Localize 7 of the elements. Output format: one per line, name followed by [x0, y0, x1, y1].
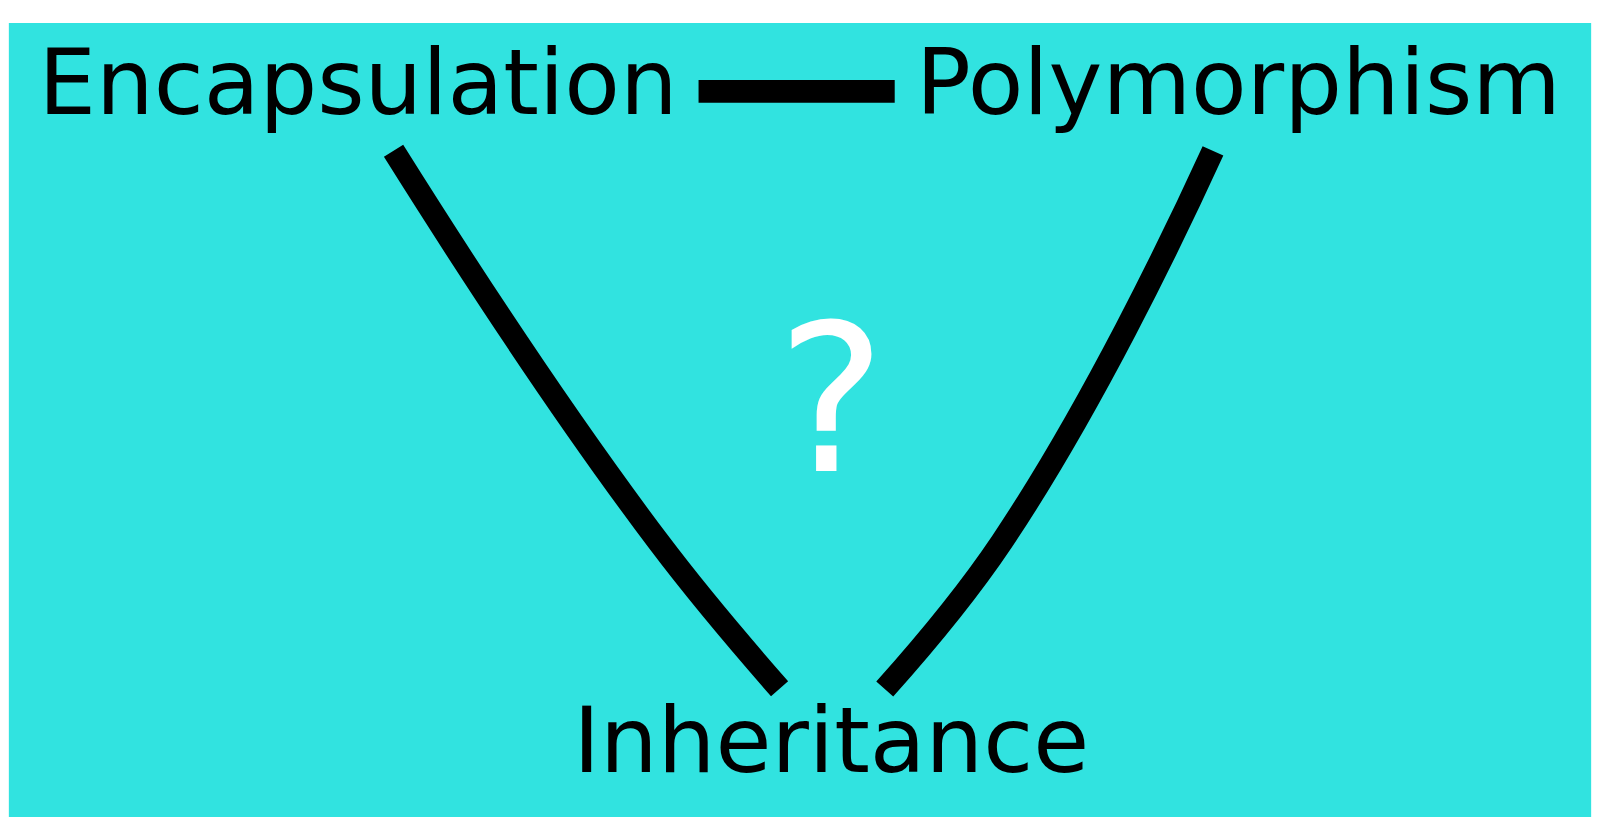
label: ? — [776, 281, 886, 520]
connector — [876, 146, 1224, 697]
node-text: Polymorphism — [916, 30, 1561, 135]
connector — [698, 79, 895, 103]
connector — [383, 144, 789, 697]
node-text: Inheritance — [573, 687, 1090, 793]
node-text: Encapsulation — [38, 30, 678, 135]
